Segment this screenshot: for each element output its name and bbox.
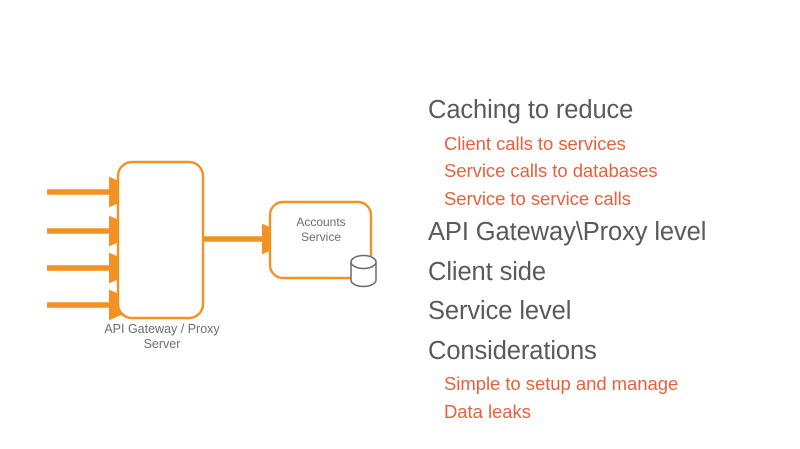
bullet-list: Caching to reduce Client calls to servic…: [428, 90, 790, 425]
diagram-svg: [47, 160, 377, 321]
architecture-diagram: API Gateway / Proxy Server Accounts Serv…: [47, 160, 377, 352]
bullet-item-service-calls-to-databases: Service calls to databases: [444, 160, 658, 181]
bullet-item-service-to-service-calls: Service to service calls: [444, 187, 631, 209]
bullet-item-api-gateway-proxy-level: API Gateway\Proxy level: [428, 218, 707, 246]
bullet-item-data-leaks: Data leaks: [444, 400, 531, 422]
bullet-item-caching-to-reduce: Caching to reduce: [428, 96, 634, 124]
bullet-item-service-level: Service level: [428, 297, 572, 325]
bullet-item-client-side: Client side: [428, 257, 546, 286]
accounts-service-node-label: Accounts Service: [296, 215, 346, 244]
database-cylinder-icon: [350, 254, 377, 288]
api-gateway-node-label: API Gateway / Proxy Server: [104, 322, 220, 352]
accounts-service-node[interactable]: [268, 200, 373, 280]
bullet-item-client-calls-to-services: Client calls to services: [444, 132, 626, 154]
bullet-item-simple-to-setup-and-manage: Simple to setup and manage: [444, 373, 679, 394]
api-gateway-node[interactable]: [116, 160, 205, 320]
inbound-arrow-group: [47, 176, 145, 321]
bullet-item-considerations: Considerations: [428, 336, 597, 365]
